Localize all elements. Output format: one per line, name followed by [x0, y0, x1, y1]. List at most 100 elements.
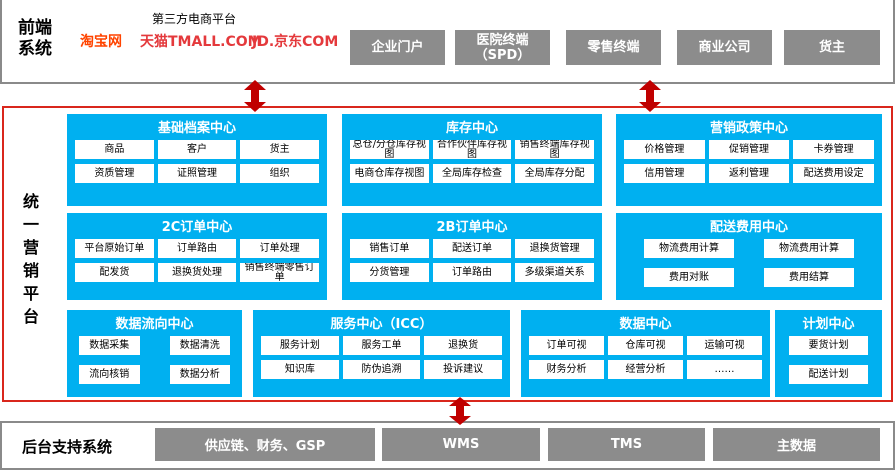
backend-frame — [0, 421, 895, 470]
module-item[interactable]: 分货管理 — [350, 263, 429, 282]
module-item[interactable]: 经营分析 — [608, 360, 683, 379]
block-items: 价格管理促销管理卡券管理信用管理返利管理配送费用设定 — [624, 140, 874, 183]
module-item[interactable]: 数据分析 — [169, 365, 230, 384]
double-arrow-icon — [449, 397, 471, 425]
tmall-logo: 天猫TMALL.COM — [140, 34, 262, 50]
module-item[interactable]: 价格管理 — [624, 140, 705, 159]
module-item[interactable]: 客户 — [157, 140, 237, 159]
module-item[interactable]: 商品 — [75, 140, 154, 159]
backend-label: 后台支持系统 — [22, 438, 113, 456]
block-items: 服务计划服务工单退换货知识库防伪追溯投诉建议 — [261, 336, 502, 379]
block-title: 配送费用中心 — [709, 220, 788, 235]
module-item[interactable]: 服务工单 — [342, 336, 421, 355]
block-items: 数据采集 数据清洗流向核销 数据分析 — [75, 336, 234, 384]
platform-block: 基础档案中心商品客户货主资质管理证照管理组织 — [67, 114, 327, 206]
module-item[interactable]: 信用管理 — [624, 164, 705, 183]
module-item[interactable]: 费用对账 — [644, 268, 734, 287]
module-item[interactable]: 证照管理 — [157, 164, 237, 183]
front-system-button[interactable]: 企业门户 — [350, 30, 445, 65]
module-item[interactable]: 销售终端库存视图 — [515, 140, 594, 159]
block-items: 商品客户货主资质管理证照管理组织 — [75, 140, 319, 183]
backend-system-button[interactable]: 供应链、财务、GSP — [155, 428, 375, 461]
module-item[interactable]: 资质管理 — [75, 164, 154, 183]
module-item[interactable]: 订单可视 — [529, 336, 604, 355]
taobao-logo: 淘宝网 — [80, 34, 122, 50]
front-system-button[interactable]: 商业公司 — [677, 30, 772, 65]
module-item[interactable]: 物流费用计算 — [764, 239, 854, 258]
module-item[interactable]: 总仓/分仓库存视图 — [350, 140, 429, 159]
double-arrow-icon — [244, 80, 266, 112]
module-item[interactable]: 退换货管理 — [515, 239, 594, 258]
front-systems-frame — [0, 0, 895, 84]
module-item[interactable]: 电商仓库存视图 — [350, 164, 429, 183]
module-item[interactable]: 合作伙伴库存视图 — [432, 140, 512, 159]
front-system-button[interactable]: 零售终端 — [566, 30, 661, 65]
front-system-button[interactable]: 货主 — [784, 30, 880, 65]
block-title: 计划中心 — [802, 317, 855, 332]
front-systems-label: 前端系统 — [18, 18, 52, 59]
platform-block: 配送费用中心物流费用计算物流费用计算费用对账费用结算 — [616, 213, 882, 300]
module-item[interactable]: 组织 — [240, 164, 319, 183]
double-arrow-icon — [639, 80, 661, 112]
module-item[interactable]: 数据采集 — [79, 336, 140, 355]
block-items: 要货计划配送计划 — [783, 336, 874, 384]
module-item[interactable]: 订单路由 — [432, 263, 512, 282]
module-item[interactable]: 配送订单 — [432, 239, 512, 258]
module-item[interactable]: 配发货 — [75, 263, 154, 282]
module-item[interactable]: 销售订单 — [350, 239, 429, 258]
module-item[interactable]: 要货计划 — [789, 336, 868, 355]
module-item[interactable]: 服务计划 — [261, 336, 339, 355]
platform-block: 数据中心订单可视仓库可视运输可视财务分析经营分析…… — [521, 310, 770, 397]
module-item[interactable]: 数据清洗 — [169, 336, 230, 355]
module-item[interactable]: 配送费用设定 — [793, 164, 874, 183]
module-item[interactable]: 货主 — [240, 140, 319, 159]
block-items: 物流费用计算物流费用计算费用对账费用结算 — [624, 239, 874, 287]
module-item[interactable]: 物流费用计算 — [644, 239, 734, 258]
block-title: 基础档案中心 — [157, 121, 236, 136]
module-item[interactable]: 配送计划 — [789, 365, 868, 384]
block-title: 2C订单中心 — [161, 220, 233, 235]
platform-frame — [2, 106, 893, 402]
block-title: 服务中心（ICC） — [330, 317, 433, 332]
block-items: 总仓/分仓库存视图合作伙伴库存视图销售终端库存视图电商仓库存视图全局库存检查全局… — [350, 140, 594, 183]
front-system-button[interactable]: 医院终端（SPD） — [455, 30, 550, 65]
module-item[interactable]: 卡券管理 — [793, 140, 874, 159]
platform-block: 2C订单中心平台原始订单订单路由订单处理配发货退换货处理销售终端零售订单 — [67, 213, 327, 300]
module-item[interactable]: 仓库可视 — [608, 336, 683, 355]
module-item[interactable]: …… — [687, 360, 762, 379]
block-title: 营销政策中心 — [709, 121, 788, 136]
module-item[interactable]: 费用结算 — [764, 268, 854, 287]
backend-system-button[interactable]: 主数据 — [713, 428, 880, 461]
platform-block: 库存中心总仓/分仓库存视图合作伙伴库存视图销售终端库存视图电商仓库存视图全局库存… — [342, 114, 602, 206]
platform-block: 数据流向中心数据采集 数据清洗流向核销 数据分析 — [67, 310, 242, 397]
block-items: 销售订单配送订单退换货管理分货管理订单路由多级渠道关系 — [350, 239, 594, 282]
module-item[interactable]: 防伪追溯 — [342, 360, 421, 379]
block-title: 数据中心 — [619, 317, 672, 332]
module-item[interactable]: 多级渠道关系 — [515, 263, 594, 282]
platform-label: 统一营销平台 — [22, 192, 39, 326]
block-items: 订单可视仓库可视运输可视财务分析经营分析…… — [529, 336, 762, 379]
module-item[interactable]: 订单处理 — [240, 239, 319, 258]
module-item[interactable]: 销售终端零售订单 — [240, 263, 319, 282]
module-item[interactable]: 全局库存检查 — [432, 164, 512, 183]
module-item[interactable]: 促销管理 — [708, 140, 790, 159]
module-item[interactable]: 运输可视 — [687, 336, 762, 355]
third-party-title: 第三方电商平台 — [152, 12, 237, 26]
jd-logo: JD.京东COM — [252, 34, 339, 50]
module-item[interactable]: 全局库存分配 — [515, 164, 594, 183]
module-item[interactable]: 财务分析 — [529, 360, 604, 379]
module-item[interactable]: 返利管理 — [708, 164, 790, 183]
module-item[interactable]: 流向核销 — [79, 365, 140, 384]
backend-system-button[interactable]: WMS — [382, 428, 540, 461]
block-title: 数据流向中心 — [115, 317, 194, 332]
module-item[interactable]: 平台原始订单 — [75, 239, 154, 258]
platform-block: 营销政策中心价格管理促销管理卡券管理信用管理返利管理配送费用设定 — [616, 114, 882, 206]
module-item[interactable]: 订单路由 — [157, 239, 237, 258]
module-item[interactable]: 退换货处理 — [157, 263, 237, 282]
backend-system-button[interactable]: TMS — [548, 428, 705, 461]
module-item[interactable]: 投诉建议 — [424, 360, 502, 379]
platform-block: 2B订单中心销售订单配送订单退换货管理分货管理订单路由多级渠道关系 — [342, 213, 602, 300]
module-item[interactable]: 知识库 — [261, 360, 339, 379]
block-title: 库存中心 — [445, 121, 498, 136]
module-item[interactable]: 退换货 — [424, 336, 502, 355]
